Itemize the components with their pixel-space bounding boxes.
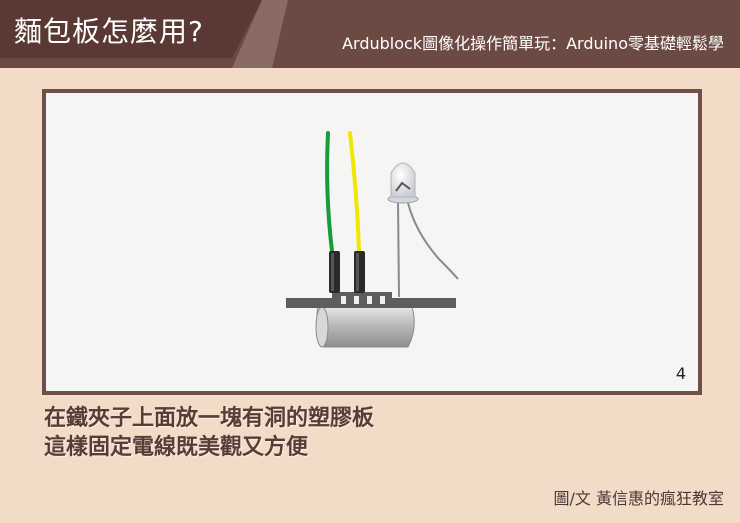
page-title: 麵包板怎麼用? — [14, 15, 204, 48]
metal-clip — [315, 306, 415, 348]
caption: 在鐵夾子上面放一塊有洞的塑膠板 這樣固定電線既美觀又方便 — [44, 404, 374, 462]
caption-line-2: 這樣固定電線既美觀又方便 — [44, 435, 309, 460]
author-credit: 圖/文 黃信惠的瘋狂教室 — [553, 489, 724, 508]
illustration-panel: 4 — [42, 89, 702, 395]
breadboard-illustration — [286, 131, 459, 348]
breadboard-strip — [286, 292, 456, 308]
led — [387, 162, 459, 298]
page-number: 4 — [675, 364, 686, 383]
page-subtitle: Ardublock圖像化操作簡單玩：Arduino零基礎輕鬆學 — [342, 34, 724, 53]
green-wire — [325, 131, 340, 293]
title-tab — [0, 0, 262, 58]
caption-line-1: 在鐵夾子上面放一塊有洞的塑膠板 — [44, 406, 375, 431]
yellow-wire — [348, 131, 365, 293]
